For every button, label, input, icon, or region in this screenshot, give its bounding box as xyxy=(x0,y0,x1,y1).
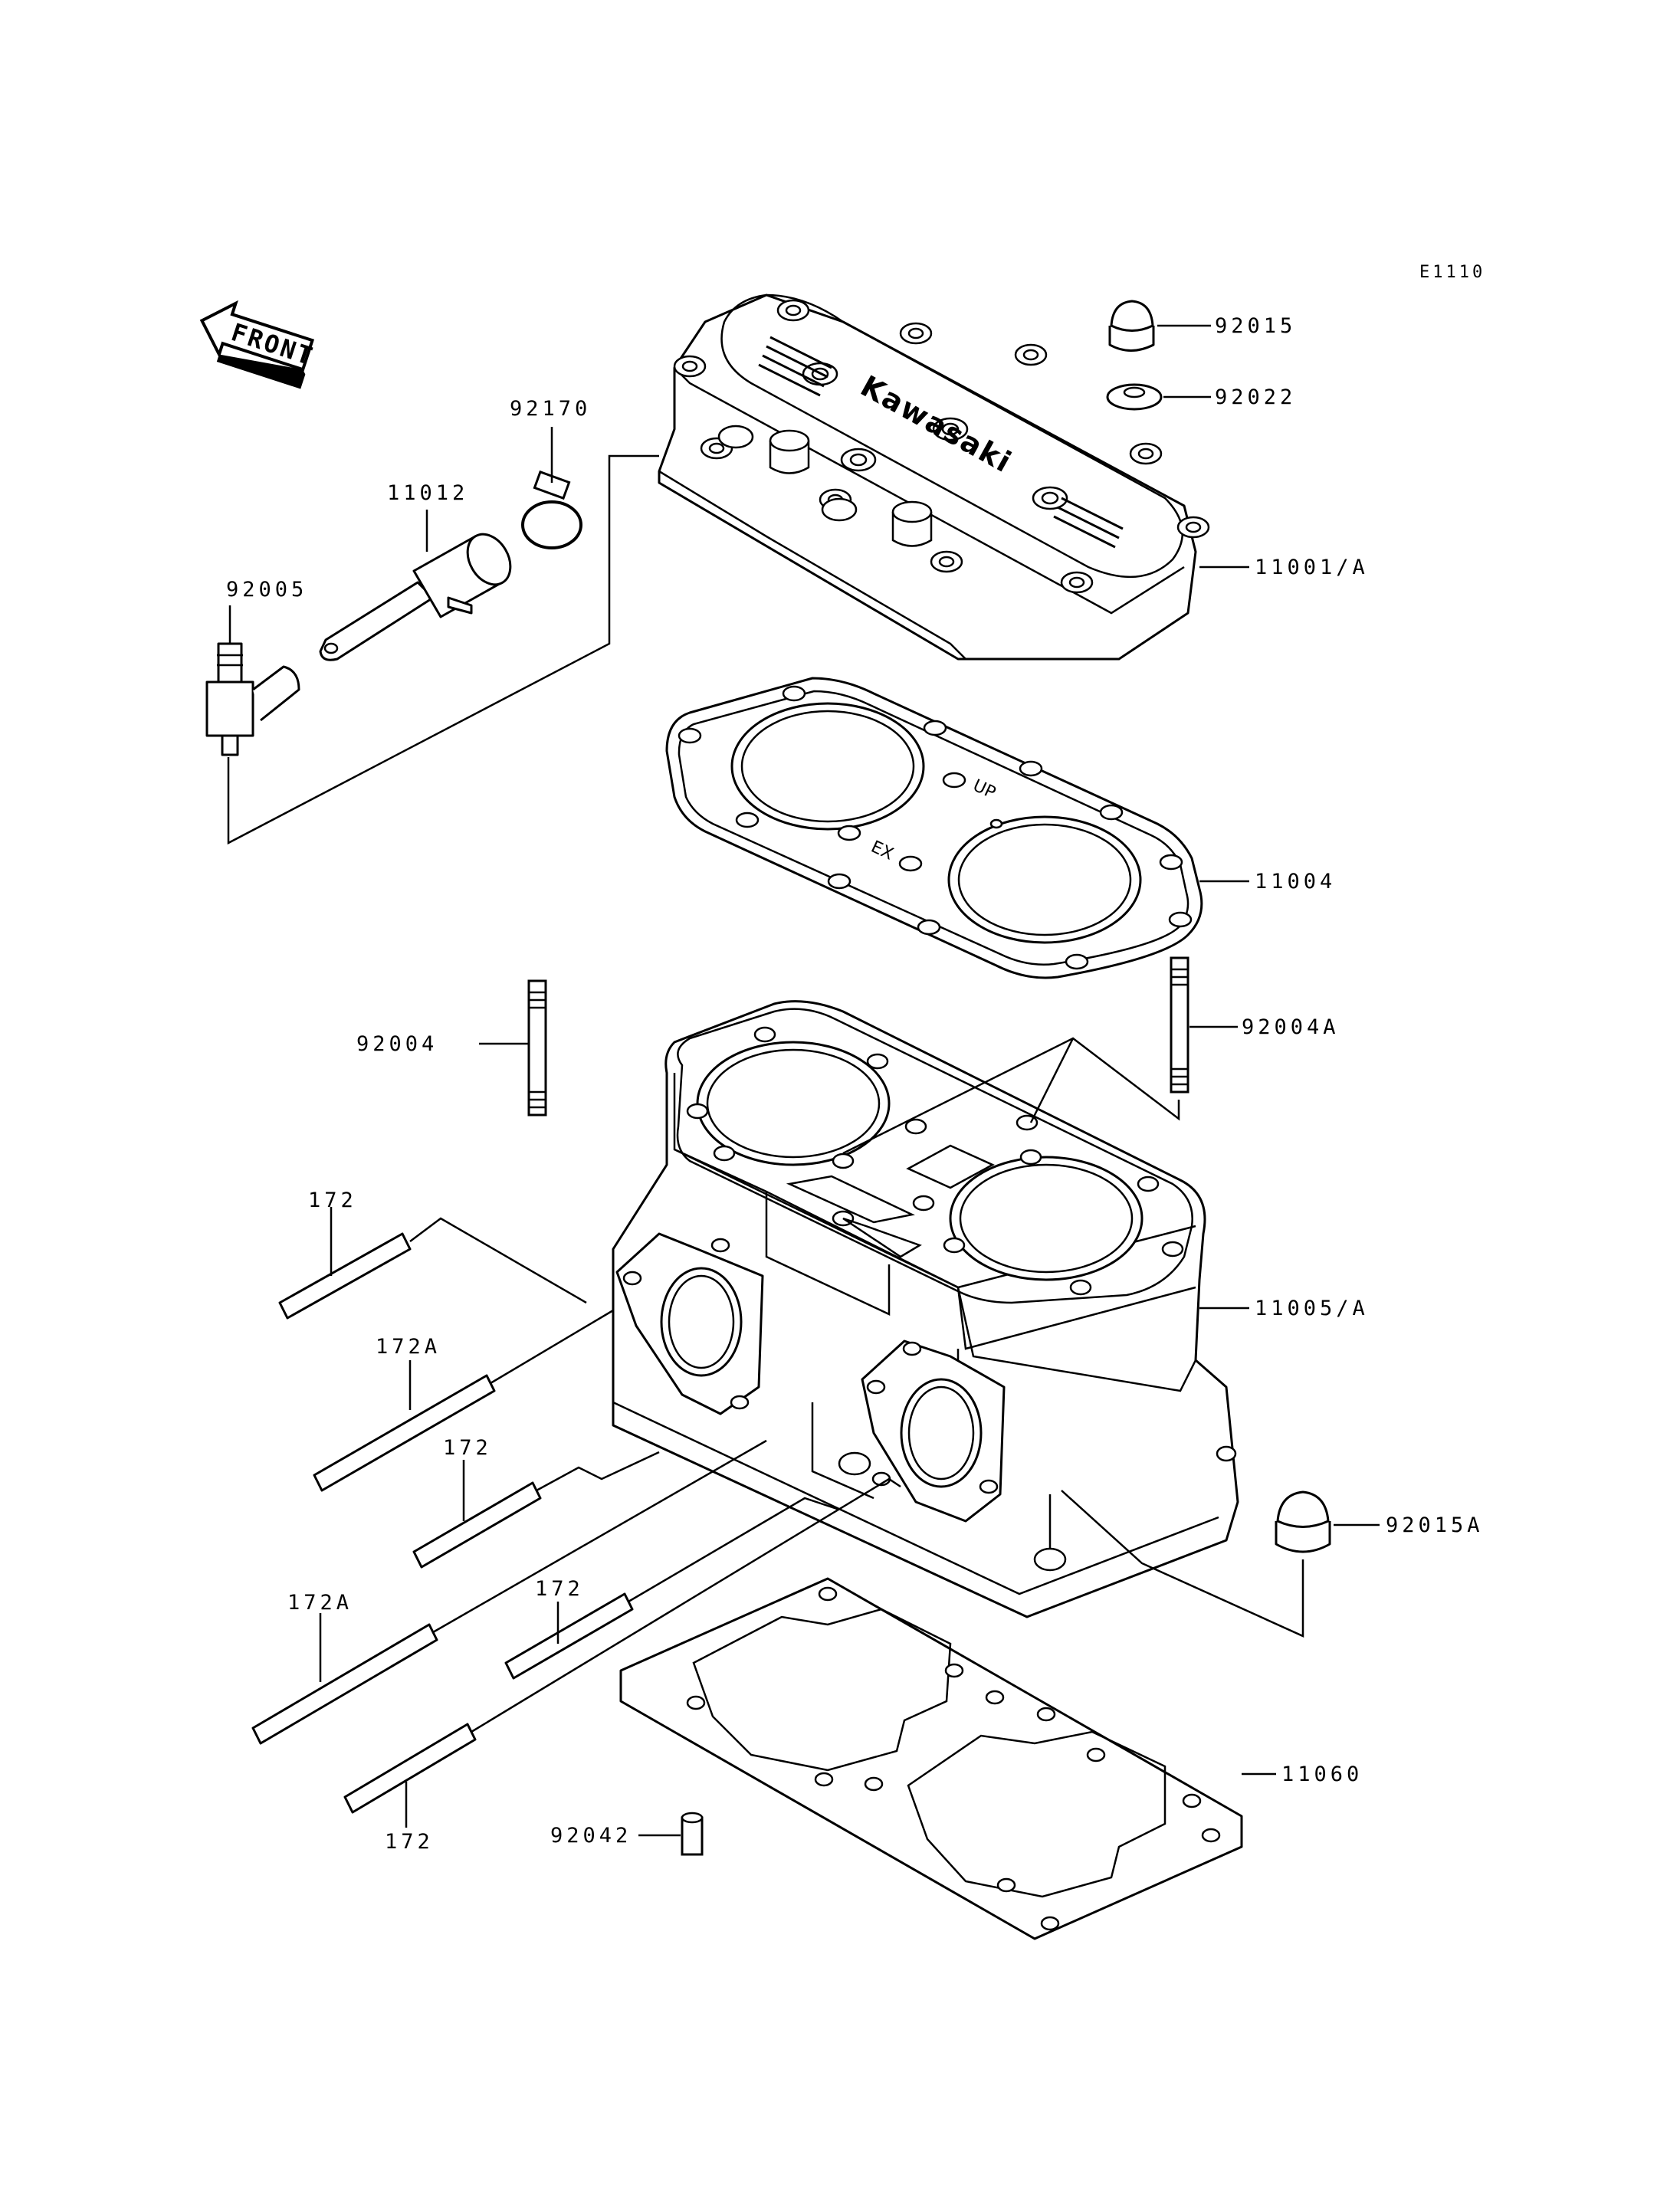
cap-nut-92015A xyxy=(1275,1490,1331,1553)
stud-172-c xyxy=(504,1592,634,1680)
stud-172-d xyxy=(343,1723,477,1814)
stud-172-b xyxy=(412,1481,542,1569)
label-92015: 92015 xyxy=(1215,314,1296,338)
label-172-a: 172 xyxy=(308,1189,357,1212)
cylinder-block xyxy=(612,1000,1239,1618)
label-172-b: 172 xyxy=(443,1436,492,1460)
stud-172-a xyxy=(278,1232,412,1320)
dowel-pin-92042 xyxy=(681,1812,704,1856)
base-gasket xyxy=(619,1577,1243,1940)
label-11060: 11060 xyxy=(1281,1763,1363,1786)
stud-92004 xyxy=(527,979,547,1117)
label-11005A: 11005/A xyxy=(1255,1297,1369,1320)
label-11001A: 11001/A xyxy=(1255,556,1369,579)
cylinder-head: Kawasaki xyxy=(658,293,1210,661)
front-arrow-icon: FRONT xyxy=(199,300,318,389)
water-fitting-11012 xyxy=(319,533,512,661)
label-92004: 92004 xyxy=(356,1032,438,1056)
stud-172A-b xyxy=(251,1623,438,1745)
label-92015A: 92015A xyxy=(1386,1513,1484,1537)
label-172A-a: 172A xyxy=(376,1335,441,1359)
hose-clamp-92170 xyxy=(521,470,582,549)
label-92005: 92005 xyxy=(226,578,307,602)
label-172-c: 172 xyxy=(535,1577,584,1601)
cap-nut-92015 xyxy=(1108,300,1155,352)
label-92042: 92042 xyxy=(550,1824,632,1848)
label-92170: 92170 xyxy=(510,397,591,421)
stud-172A-a xyxy=(313,1374,496,1492)
washer-92022 xyxy=(1106,383,1163,411)
label-172-d: 172 xyxy=(385,1830,434,1854)
label-172A-b: 172A xyxy=(287,1591,353,1615)
label-11004: 11004 xyxy=(1255,870,1336,894)
leader-lines xyxy=(227,324,1380,1837)
label-92004A: 92004A xyxy=(1242,1015,1340,1039)
part-labels: 92015 92022 92170 11012 92005 11001/A 11… xyxy=(226,314,1484,1854)
label-11012: 11012 xyxy=(387,481,468,505)
elbow-fitting-92005 xyxy=(205,642,300,756)
stud-92004A xyxy=(1170,956,1189,1094)
label-92022: 92022 xyxy=(1215,385,1296,409)
figure-code: E1110 xyxy=(1419,263,1485,282)
head-gasket: UP EX xyxy=(665,677,1203,979)
